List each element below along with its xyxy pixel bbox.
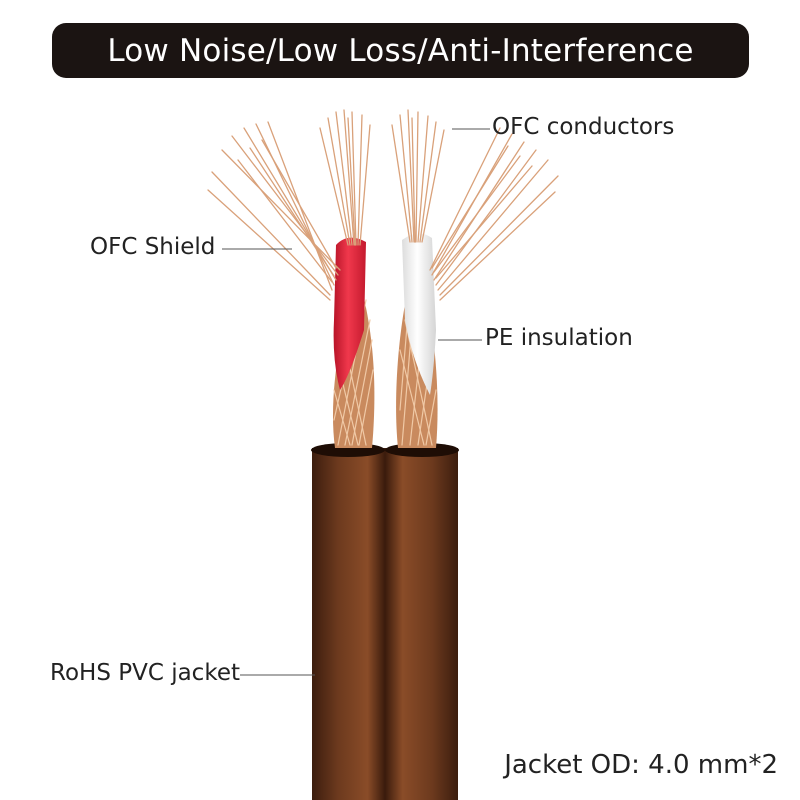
ofc-conductor-strands-right bbox=[391, 109, 559, 301]
title-banner: Low Noise/Low Loss/Anti-Interference bbox=[52, 23, 749, 78]
label-rohs-pvc-jacket: RoHS PVC jacket bbox=[50, 660, 240, 686]
pvc-jacket bbox=[311, 443, 459, 800]
pe-insulation-white bbox=[402, 233, 436, 395]
label-pe-insulation: PE insulation bbox=[485, 325, 633, 351]
label-ofc-conductors: OFC conductors bbox=[492, 114, 675, 140]
title-text: Low Noise/Low Loss/Anti-Interference bbox=[107, 32, 694, 69]
pe-insulation-red bbox=[333, 237, 366, 390]
ofc-conductor-strands-left bbox=[207, 109, 371, 301]
label-ofc-shield: OFC Shield bbox=[90, 234, 216, 260]
jacket-od-spec: Jacket OD: 4.0 mm*2 bbox=[504, 750, 778, 780]
